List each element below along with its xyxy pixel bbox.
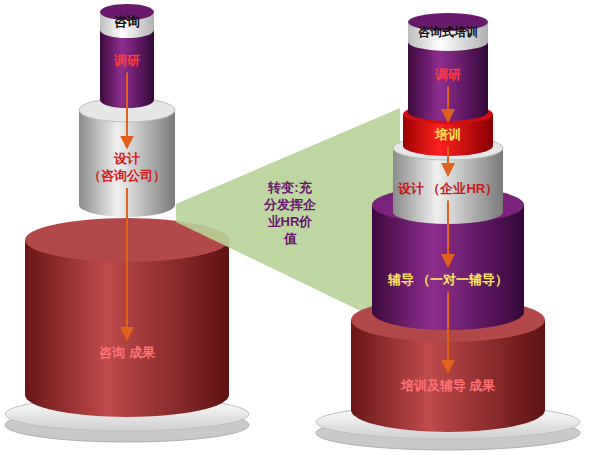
transition-band (176, 108, 400, 330)
node-text: 培训 (435, 127, 461, 144)
flow-arrow (447, 146, 449, 175)
stage-segment: 设计 （咨询公司） (71, 150, 183, 186)
training-ring: 培训 (431, 124, 465, 145)
right-tower (316, 13, 580, 450)
result-segment: 咨询 成果 (95, 342, 159, 363)
flow-arrow (447, 291, 449, 372)
node-text: 转变:充分发挥企业HR价值 (262, 180, 318, 248)
node-text: 咨询 成果 (99, 345, 155, 362)
node-text: 设计 （企业HR） (398, 181, 498, 198)
result-segment: 培训及辅导 成果 (397, 375, 500, 396)
flow-arrow (126, 188, 128, 340)
stage-segment: 调研 (431, 64, 465, 85)
node-text: 调研 (114, 53, 140, 70)
flow-arrow (126, 72, 128, 148)
cap-label: 咨询 (110, 11, 144, 32)
node-text: 辅导 （一对一辅导） (388, 272, 509, 289)
stage-segment: 设计 （企业HR） (394, 178, 503, 199)
transition-band-label: 转变:充分发挥企业HR价值 (259, 179, 321, 249)
node-text: 设计 （咨询公司） (74, 151, 180, 185)
cap-label: 咨询式培训 (414, 21, 482, 42)
flow-arrow (447, 86, 449, 121)
coaching-segment: 辅导 （一对一辅导） (384, 269, 513, 290)
stage-segment: 调研 (110, 50, 144, 71)
node-text: 调研 (435, 67, 461, 84)
node-text: 咨询式培训 (418, 25, 478, 41)
node-text: 培训及辅导 成果 (401, 378, 496, 395)
node-text: 咨询 (114, 14, 140, 31)
flow-arrow (447, 200, 449, 266)
